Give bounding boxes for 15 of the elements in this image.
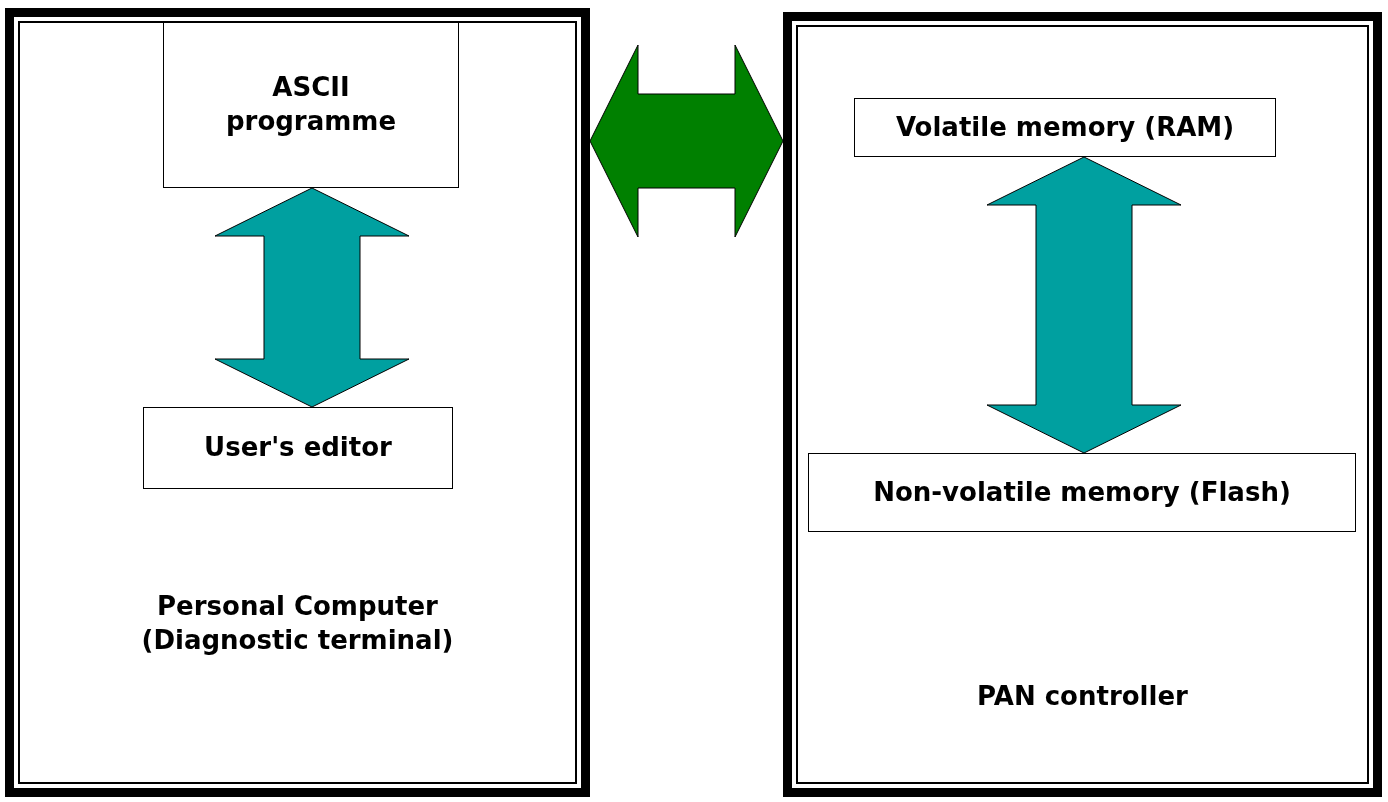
component-box (143, 407, 453, 489)
component-label: User's editor (204, 431, 392, 465)
component-box (854, 98, 1276, 157)
double-block-arrow (589, 44, 784, 238)
double-block-arrow (214, 187, 410, 408)
component-box (163, 22, 459, 188)
panel-title: Personal Computer (Diagnostic terminal) (140, 590, 455, 657)
system-panel (783, 12, 1382, 797)
component-label: ASCII programme (224, 71, 398, 138)
component-label: Volatile memory (RAM) (895, 110, 1235, 144)
double-block-arrow (986, 156, 1182, 454)
component-label: Non-volatile memory (Flash) (873, 475, 1291, 509)
panel-title: PAN controller (976, 680, 1189, 713)
system-panel (5, 8, 590, 797)
component-box (808, 453, 1356, 532)
